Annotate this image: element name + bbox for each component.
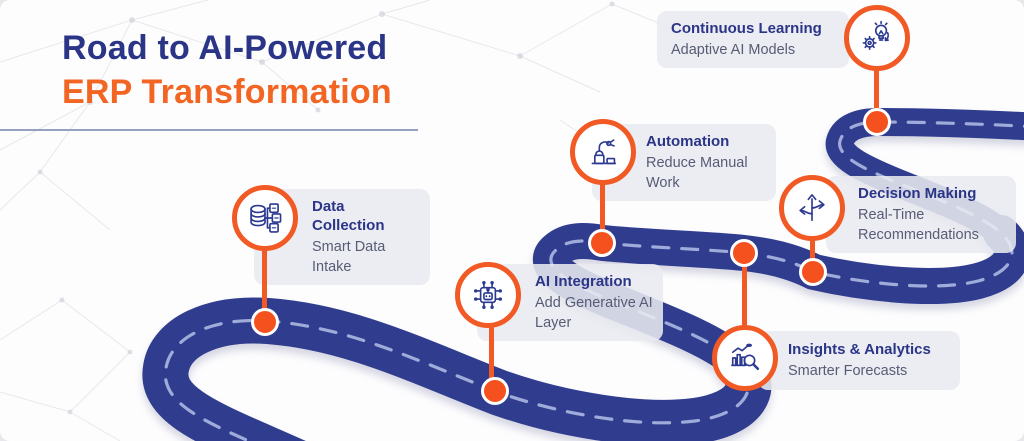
milestone-circle-data-collection (232, 185, 298, 251)
page-title: Road to AI-Powered ERP Transformation (62, 26, 392, 114)
milestone-card-decision-making: Decision Making Real-Time Recommendation… (826, 176, 1016, 253)
milestone-circle-automation (570, 119, 636, 185)
milestone-stem (742, 255, 747, 327)
title-underline (0, 129, 418, 131)
milestone-title: AI Integration (535, 273, 632, 290)
milestone-circle-insights-analytics (712, 325, 778, 391)
milestone-subtitle: Smarter Forecasts (788, 363, 908, 379)
milestone-title: Data Collection (312, 198, 385, 234)
milestone-subtitle: Real-Time Recommendations (858, 207, 979, 243)
milestone-stem (489, 322, 494, 392)
title-line-2: ERP Transformation (62, 73, 392, 111)
milestone-subtitle: Reduce Manual Work (646, 155, 748, 191)
milestone-card-insights-analytics: Insights & Analytics Smarter Forecasts (758, 331, 960, 390)
milestone-subtitle: Add Generative AI Layer (535, 295, 653, 331)
road-center-dashed-line (163, 120, 1024, 441)
road-marker-dot (799, 258, 827, 286)
milestone-circle-continuous-learning (844, 5, 910, 71)
road-marker-dot (863, 108, 891, 136)
milestone-stem (600, 179, 605, 245)
milestone-title: Automation (646, 133, 730, 150)
milestone-title: Continuous Learning (671, 20, 822, 37)
milestone-title: Decision Making (858, 185, 977, 202)
road-marker-dot (730, 239, 758, 267)
milestone-card-continuous-learning: Continuous Learning Adaptive AI Models (657, 11, 849, 68)
milestone-stem (262, 244, 267, 324)
milestone-stem (874, 66, 879, 124)
robot-arm-icon (591, 139, 617, 165)
ai-chip-icon (474, 281, 502, 309)
milestone-subtitle: Smart Data Intake (312, 239, 386, 275)
milestone-title: Insights & Analytics (788, 341, 931, 358)
milestone-circle-ai-integration (455, 262, 521, 328)
milestone-subtitle: Adaptive AI Models (671, 42, 796, 58)
bar-chart-magnifier-icon (731, 343, 760, 371)
title-line-1: Road to AI-Powered (62, 29, 388, 67)
milestone-stem (810, 235, 815, 275)
milestone-circle-decision-making (779, 175, 845, 241)
road-marker-dot (481, 377, 509, 405)
gear-lightbulb-icon (862, 20, 890, 50)
road-marker-dot (251, 308, 279, 336)
crossroads-arrows-icon (799, 194, 825, 222)
database-files-icon (250, 203, 282, 233)
road-marker-dot (588, 229, 616, 257)
